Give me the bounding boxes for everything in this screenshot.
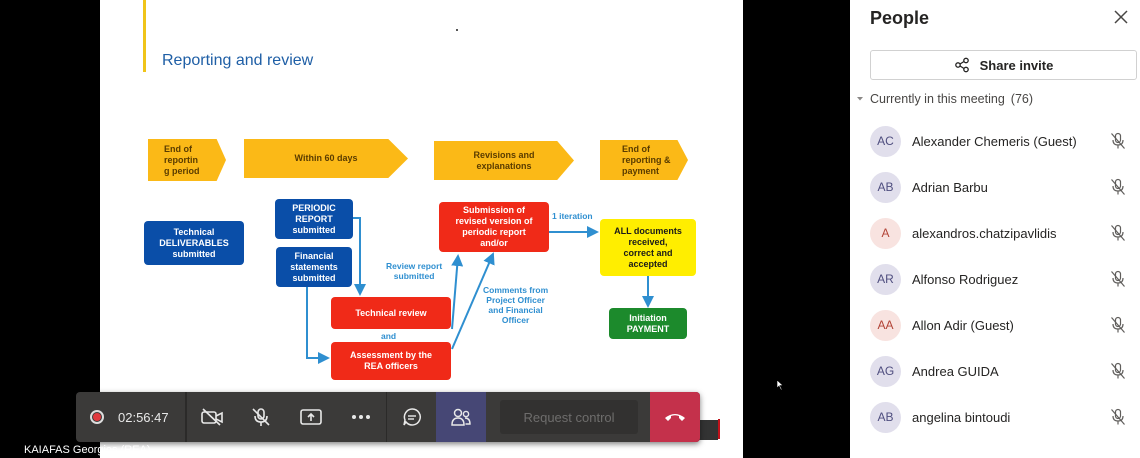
participant-count: (76)	[1010, 92, 1034, 106]
share-icon	[954, 57, 969, 73]
participant-name: angelina bintoudi	[912, 409, 1011, 425]
avatar: AB	[870, 171, 901, 203]
camera-off-icon	[200, 408, 223, 426]
shared-slide: Reporting and review End of reportin g p…	[100, 0, 743, 458]
avatar: AB	[870, 401, 901, 433]
chat-button[interactable]	[386, 392, 436, 442]
box-financial-statements: Financial statements submitted	[276, 247, 352, 287]
share-invite-label: Share invite	[979, 57, 1054, 73]
presenter-name: KAIAFAS Georgios (REA)	[24, 444, 151, 456]
avatar: A	[870, 217, 901, 249]
more-icon	[352, 415, 370, 419]
meeting-timer: 02:56:47	[118, 409, 169, 425]
mic-muted-icon	[1111, 270, 1125, 287]
participant-name: Adrian Barbu	[912, 179, 988, 195]
microphone-button[interactable]	[236, 392, 286, 442]
list-item[interactable]: AG Andrea GUIDA	[850, 348, 1140, 394]
slide-title: Reporting and review	[162, 52, 314, 69]
slide-accent-bar	[143, 0, 146, 72]
box-assessment: Assessment by the REA officers	[331, 342, 451, 380]
mic-muted-icon	[1111, 132, 1125, 149]
people-icon	[451, 408, 471, 426]
slide-footer-line	[718, 419, 720, 439]
panel-title: People	[870, 8, 930, 28]
avatar: AA	[870, 309, 901, 341]
request-control-button[interactable]: Request control	[500, 400, 638, 434]
stage-end-of-reporting-payment: End of reporting & payment	[600, 140, 688, 180]
camera-button[interactable]	[186, 392, 236, 442]
slide-dot	[456, 29, 458, 31]
box-technical-review: Technical review	[331, 297, 451, 329]
mic-muted-icon	[1111, 316, 1125, 333]
label-one-iteration: 1 iteration	[552, 211, 593, 221]
participant-name: Alexander Chemeris (Guest)	[912, 133, 1077, 149]
label-and: and	[381, 331, 397, 341]
label-comments: Comments from Project Officer and Financ…	[483, 285, 549, 325]
list-item[interactable]: AR Alfonso Rodriguez	[850, 256, 1140, 302]
list-item[interactable]: AA Allon Adir (Guest)	[850, 302, 1140, 348]
meeting-section-toggle[interactable]: Currently in this meeting (76)	[856, 92, 1033, 106]
share-invite-button[interactable]: Share invite	[870, 50, 1137, 80]
section-label: Currently in this meeting	[870, 92, 1005, 106]
box-technical-deliverables: Technical DELIVERABLES submitted	[144, 221, 244, 265]
recording-indicator: 02:56:47	[76, 392, 186, 442]
share-screen-button[interactable]	[286, 392, 336, 442]
hangup-icon	[665, 414, 685, 421]
stage-end-of-reporting: End of reportin g period	[148, 139, 226, 181]
participant-name: Alfonso Rodriguez	[912, 271, 1019, 287]
chevron-down-icon	[857, 97, 863, 101]
chat-icon	[402, 408, 421, 426]
participant-name: Allon Adir (Guest)	[912, 317, 1014, 333]
mic-off-icon	[252, 408, 270, 426]
mic-muted-icon	[1111, 178, 1125, 195]
mic-muted-icon	[1111, 362, 1125, 379]
participant-name: alexandros.chatzipavlidis	[912, 225, 1057, 241]
list-item[interactable]: AB angelina bintoudi	[850, 394, 1140, 440]
hangup-button[interactable]	[650, 392, 700, 442]
share-screen-icon	[300, 409, 322, 425]
avatar: AG	[870, 355, 901, 387]
record-icon	[90, 410, 104, 424]
mic-muted-icon	[1111, 224, 1125, 241]
flow-arrows	[306, 217, 654, 364]
close-icon[interactable]	[1112, 8, 1130, 26]
stage-within-60-days: Within 60 days	[244, 139, 408, 178]
label-review-report: Review report submitted	[386, 261, 443, 281]
box-all-documents: ALL documents received, correct and acce…	[600, 219, 696, 276]
mouse-cursor-icon	[777, 380, 784, 390]
mic-muted-icon	[1111, 408, 1125, 425]
people-list: AC Alexander Chemeris (Guest) AB Adrian Bar…	[850, 118, 1140, 440]
meeting-stage: Reporting and review End of reportin g p…	[24, 0, 784, 458]
list-item[interactable]: AC Alexander Chemeris (Guest)	[850, 118, 1140, 164]
meeting-controls-bar: 02:56:47	[76, 392, 700, 442]
box-initiation-payment: Initiation PAYMENT	[609, 308, 687, 339]
stage-revisions: Revisions and explanations	[434, 141, 574, 180]
avatar: AR	[870, 263, 901, 295]
more-actions-button[interactable]	[336, 392, 386, 442]
avatar: AC	[870, 125, 901, 157]
participant-name: Andrea GUIDA	[912, 363, 999, 379]
box-submission-revised: Submission of revised version of periodi…	[439, 202, 549, 252]
people-panel: People Share invite Currently in this me…	[850, 0, 1140, 458]
box-periodic-report: PERIODIC REPORT submitted	[275, 199, 353, 239]
list-item[interactable]: AB Adrian Barbu	[850, 164, 1140, 210]
participants-button[interactable]	[436, 392, 486, 442]
